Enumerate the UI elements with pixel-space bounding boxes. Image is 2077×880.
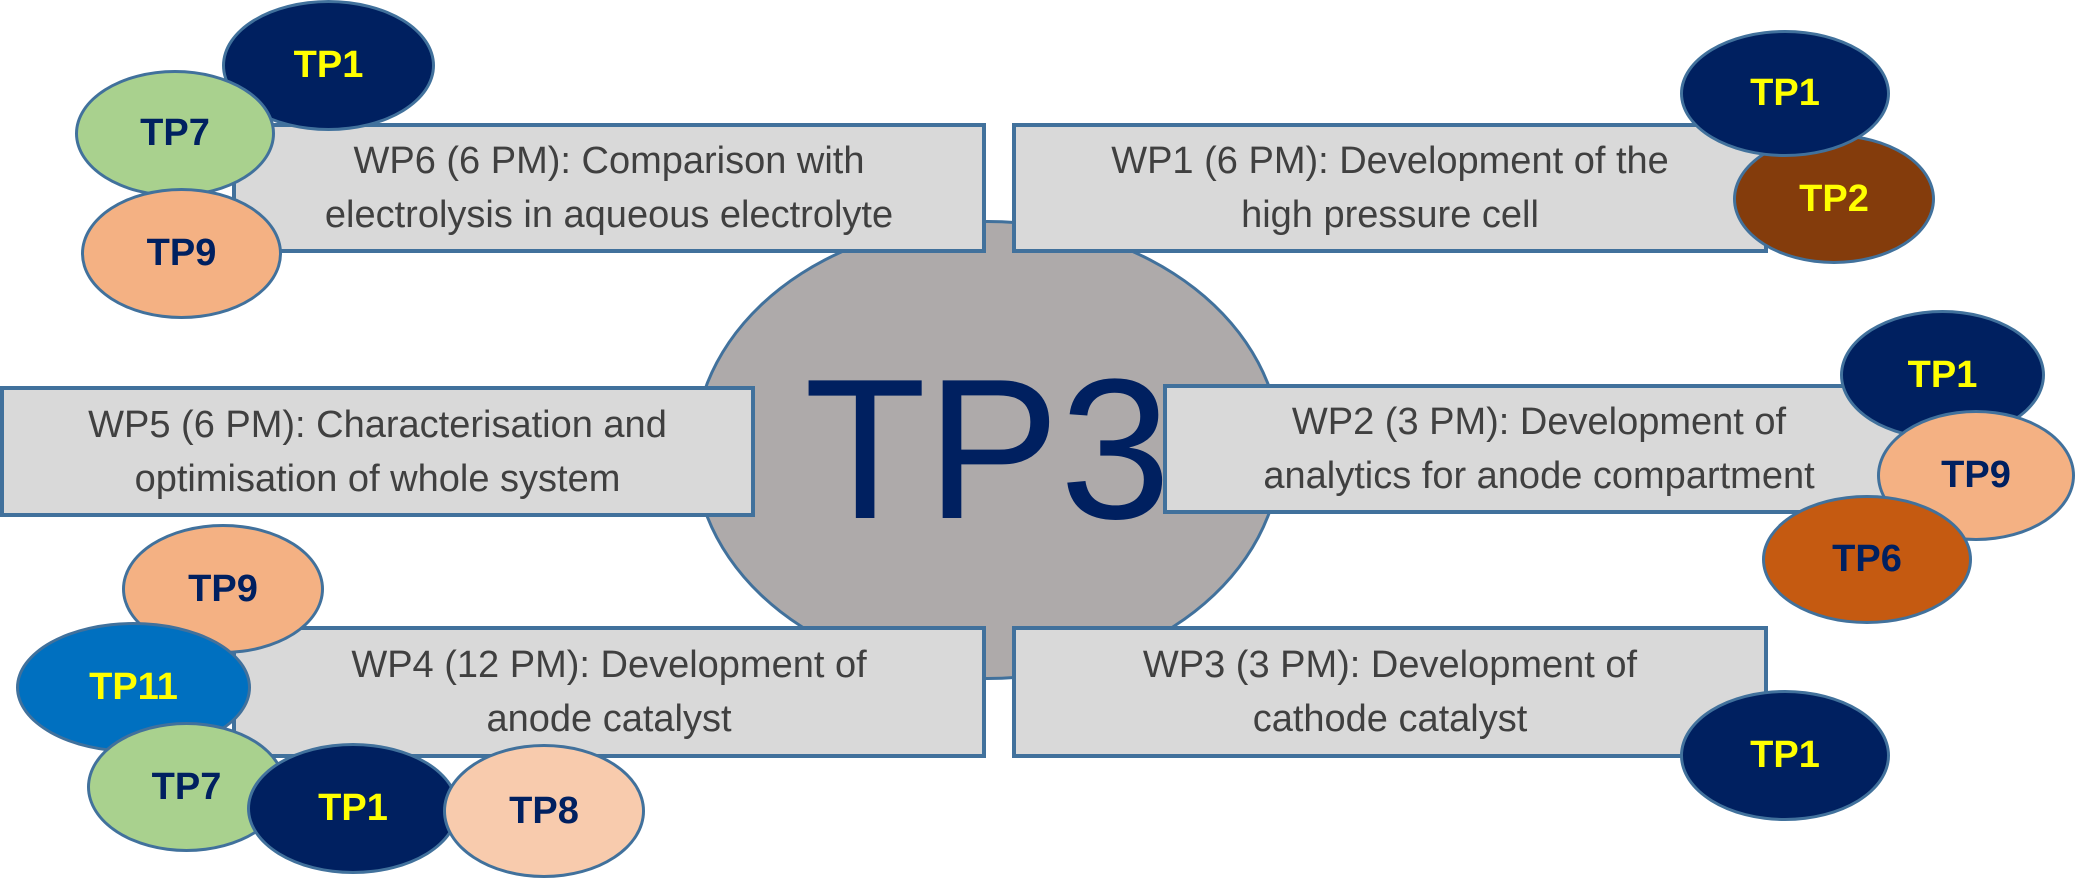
wp6-line2: electrolysis in aqueous electrolyte [324, 194, 894, 236]
center-label: TP3 [804, 338, 1171, 561]
wp3-box: WP3 (3 PM): Development of cathode catal… [1012, 626, 1768, 758]
wp4-partner-tp1: TP1 [247, 743, 459, 874]
wp1-partner-tp1: TP1 [1680, 30, 1890, 157]
wp4-line2: anode catalyst [486, 698, 732, 740]
wp2-line1: WP2 (3 PM): Development of [1291, 401, 1787, 443]
wp3-line2: cathode catalyst [1252, 698, 1528, 740]
wp5-box: WP5 (6 PM): Characterisation and optimis… [0, 386, 755, 517]
wp6-partner-tp1: TP1 [222, 0, 435, 131]
wp1-line1: WP1 (6 PM): Development of the [1111, 140, 1669, 182]
wp6-partner-tp9: TP9 [81, 188, 282, 319]
wp6-box: WP6 (6 PM): Comparison with electrolysis… [232, 123, 986, 253]
wp4-line1: WP4 (12 PM): Development of [351, 644, 867, 686]
wp1-box: WP1 (6 PM): Development of the high pres… [1012, 123, 1768, 253]
wp3-partner-tp1: TP1 [1680, 690, 1890, 821]
wp5-line2: optimisation of whole system [134, 457, 621, 500]
wp6-partner-tp7: TP7 [75, 70, 275, 197]
wp3-line1: WP3 (3 PM): Development of [1142, 644, 1638, 686]
wp4-partner-tp8: TP8 [443, 744, 645, 878]
wp4-box: WP4 (12 PM): Development of anode cataly… [232, 626, 986, 758]
wp6-line1: WP6 (6 PM): Comparison with [353, 140, 865, 182]
wp2-line2: analytics for anode compartment [1263, 455, 1815, 497]
wp2-partner-tp6: TP6 [1762, 495, 1972, 624]
wp1-line2: high pressure cell [1241, 194, 1539, 236]
wp2-box: WP2 (3 PM): Development of analytics for… [1163, 384, 1915, 514]
wp5-line1: WP5 (6 PM): Characterisation and [88, 403, 667, 446]
